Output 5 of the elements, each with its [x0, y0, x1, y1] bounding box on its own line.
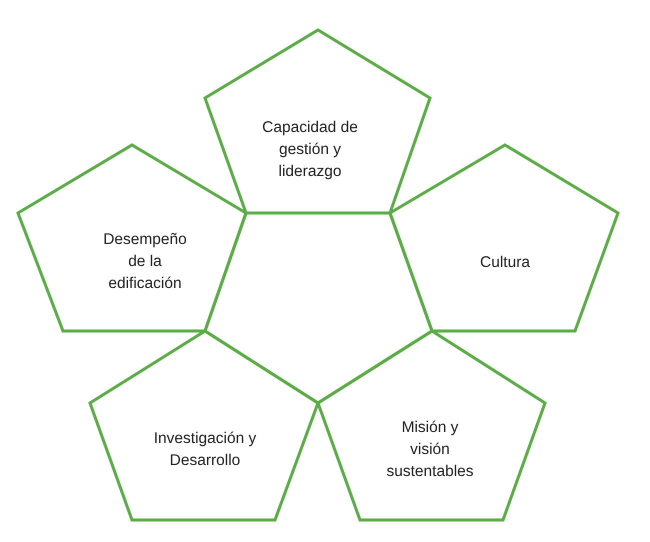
pentagon-label: Cultura [479, 253, 531, 273]
pentagon-label: Investigación y Desarrollo [152, 429, 258, 471]
pentagon-label: Capacidad de gestión y liderazgo [261, 118, 359, 182]
pentagon-label: Misión y visión sustentables [385, 418, 475, 482]
pentagon-label: Desempeño de la edificación [102, 230, 188, 294]
